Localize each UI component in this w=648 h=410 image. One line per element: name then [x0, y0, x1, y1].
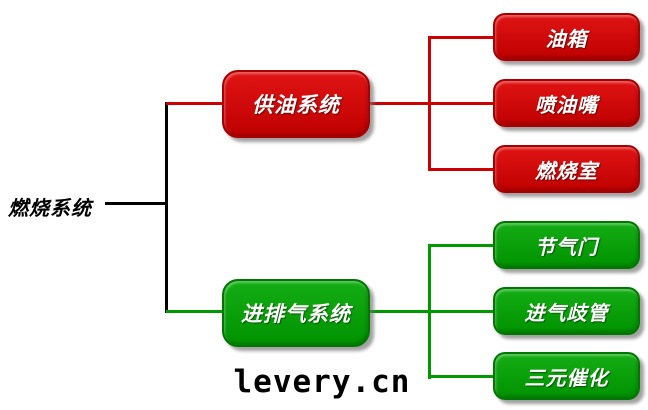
node-three-way-catalyst: 三元催化 — [493, 352, 640, 400]
connector-red-leaf-top — [430, 36, 494, 39]
watermark: levery.cn — [233, 364, 411, 400]
connector-root-horizontal — [105, 202, 168, 205]
connector-red-branch-in — [166, 102, 224, 105]
node-label: 供油系统 — [252, 93, 340, 117]
connector-green-leaf-bottom — [430, 375, 494, 378]
node-label: 节气门 — [535, 236, 598, 259]
node-label: 进气歧管 — [524, 302, 609, 325]
connector-green-leaf-top — [430, 244, 494, 247]
node-label: 三元催化 — [524, 367, 609, 390]
connector-green-branch-in — [166, 310, 224, 313]
node-label: 喷油嘴 — [535, 94, 598, 117]
node-intake-exhaust-system: 进排气系统 — [222, 279, 370, 347]
node-fuel-injector: 喷油嘴 — [493, 79, 640, 127]
node-label: 燃烧室 — [535, 160, 598, 183]
node-combustion-chamber: 燃烧室 — [493, 145, 640, 193]
node-fuel-supply-system: 供油系统 — [222, 70, 370, 138]
node-fuel-tank: 油箱 — [493, 13, 640, 61]
node-label: 油箱 — [545, 28, 588, 51]
connector-green-vertical — [428, 244, 431, 379]
root-node-label: 燃烧系统 — [8, 198, 92, 220]
node-intake-manifold: 进气歧管 — [493, 287, 640, 335]
connector-red-vertical — [428, 36, 431, 171]
node-throttle-valve: 节气门 — [493, 221, 640, 269]
connector-root-vertical — [165, 102, 168, 313]
connector-red-leaf-bottom — [430, 168, 494, 171]
connector-red-branch-out — [368, 102, 494, 105]
connector-green-branch-out — [368, 310, 494, 313]
node-label: 进排气系统 — [241, 302, 351, 326]
